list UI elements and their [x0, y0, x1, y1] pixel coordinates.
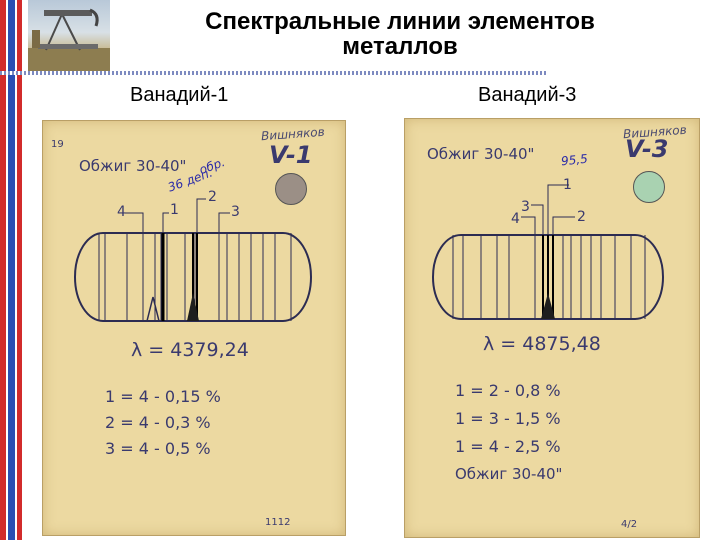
line-number-label: 2 — [208, 189, 217, 205]
card-anneal-text: Обжиг 30-40" — [427, 145, 535, 163]
card-footer-mark: 1112 — [265, 517, 291, 528]
color-swatch — [275, 173, 307, 205]
card-condition-line: 1 = 2 - 0,8 % — [455, 381, 561, 400]
line-number-label: 3 — [521, 199, 530, 215]
card-anneal-text: Обжиг 30-40" — [79, 157, 187, 175]
card-condition-line: 1 = 4 - 0,15 % — [105, 387, 221, 406]
card-wavelength: λ = 4379,24 — [131, 339, 249, 361]
panel-label-vanadium-1: Ванадий-1 — [130, 84, 229, 106]
line-number-label: 1 — [170, 202, 179, 218]
card-condition-line: 2 = 4 - 0,3 % — [105, 413, 211, 432]
card-wavelength: λ = 4875,48 — [483, 333, 601, 355]
oil-pump-photo — [28, 0, 110, 72]
left-blue-stripe — [8, 0, 15, 540]
card-footer-mark: 4/2 — [621, 519, 638, 530]
card-page-number: 19 — [51, 139, 64, 150]
spectrum-diagram — [432, 184, 664, 320]
slide-title-line-1: Спектральные линии элементов — [205, 8, 595, 35]
color-swatch — [633, 171, 665, 203]
spectrum-card-vanadium-1: 19 Вишняков Обжиг 30-40" V-1 36 деп. обр… — [42, 120, 346, 536]
spectrum-card-vanadium-3: Вишняков Обжиг 30-40" V-3 95,5 1 3 4 2 λ… — [404, 118, 700, 538]
left-red-stripe — [0, 0, 6, 540]
title-divider — [0, 71, 548, 75]
line-number-label: 4 — [511, 211, 520, 227]
line-number-label: 4 — [117, 204, 126, 220]
card-condition-line: 1 = 3 - 1,5 % — [455, 409, 561, 428]
card-element-code: V-1 — [269, 141, 313, 169]
spectrum-diagram — [74, 198, 312, 322]
left-red-stripe-2 — [17, 0, 22, 540]
panel-label-vanadium-3: Ванадий-3 — [478, 84, 577, 106]
card-condition-line: Обжиг 30-40" — [455, 465, 563, 483]
line-number-label: 3 — [231, 204, 240, 220]
card-element-code: V-3 — [625, 135, 669, 163]
card-condition-line: 1 = 4 - 2,5 % — [455, 437, 561, 456]
line-number-label: 2 — [577, 209, 586, 225]
card-condition-line: 3 = 4 - 0,5 % — [105, 439, 211, 458]
slide-title-line-2: металлов — [342, 33, 458, 60]
